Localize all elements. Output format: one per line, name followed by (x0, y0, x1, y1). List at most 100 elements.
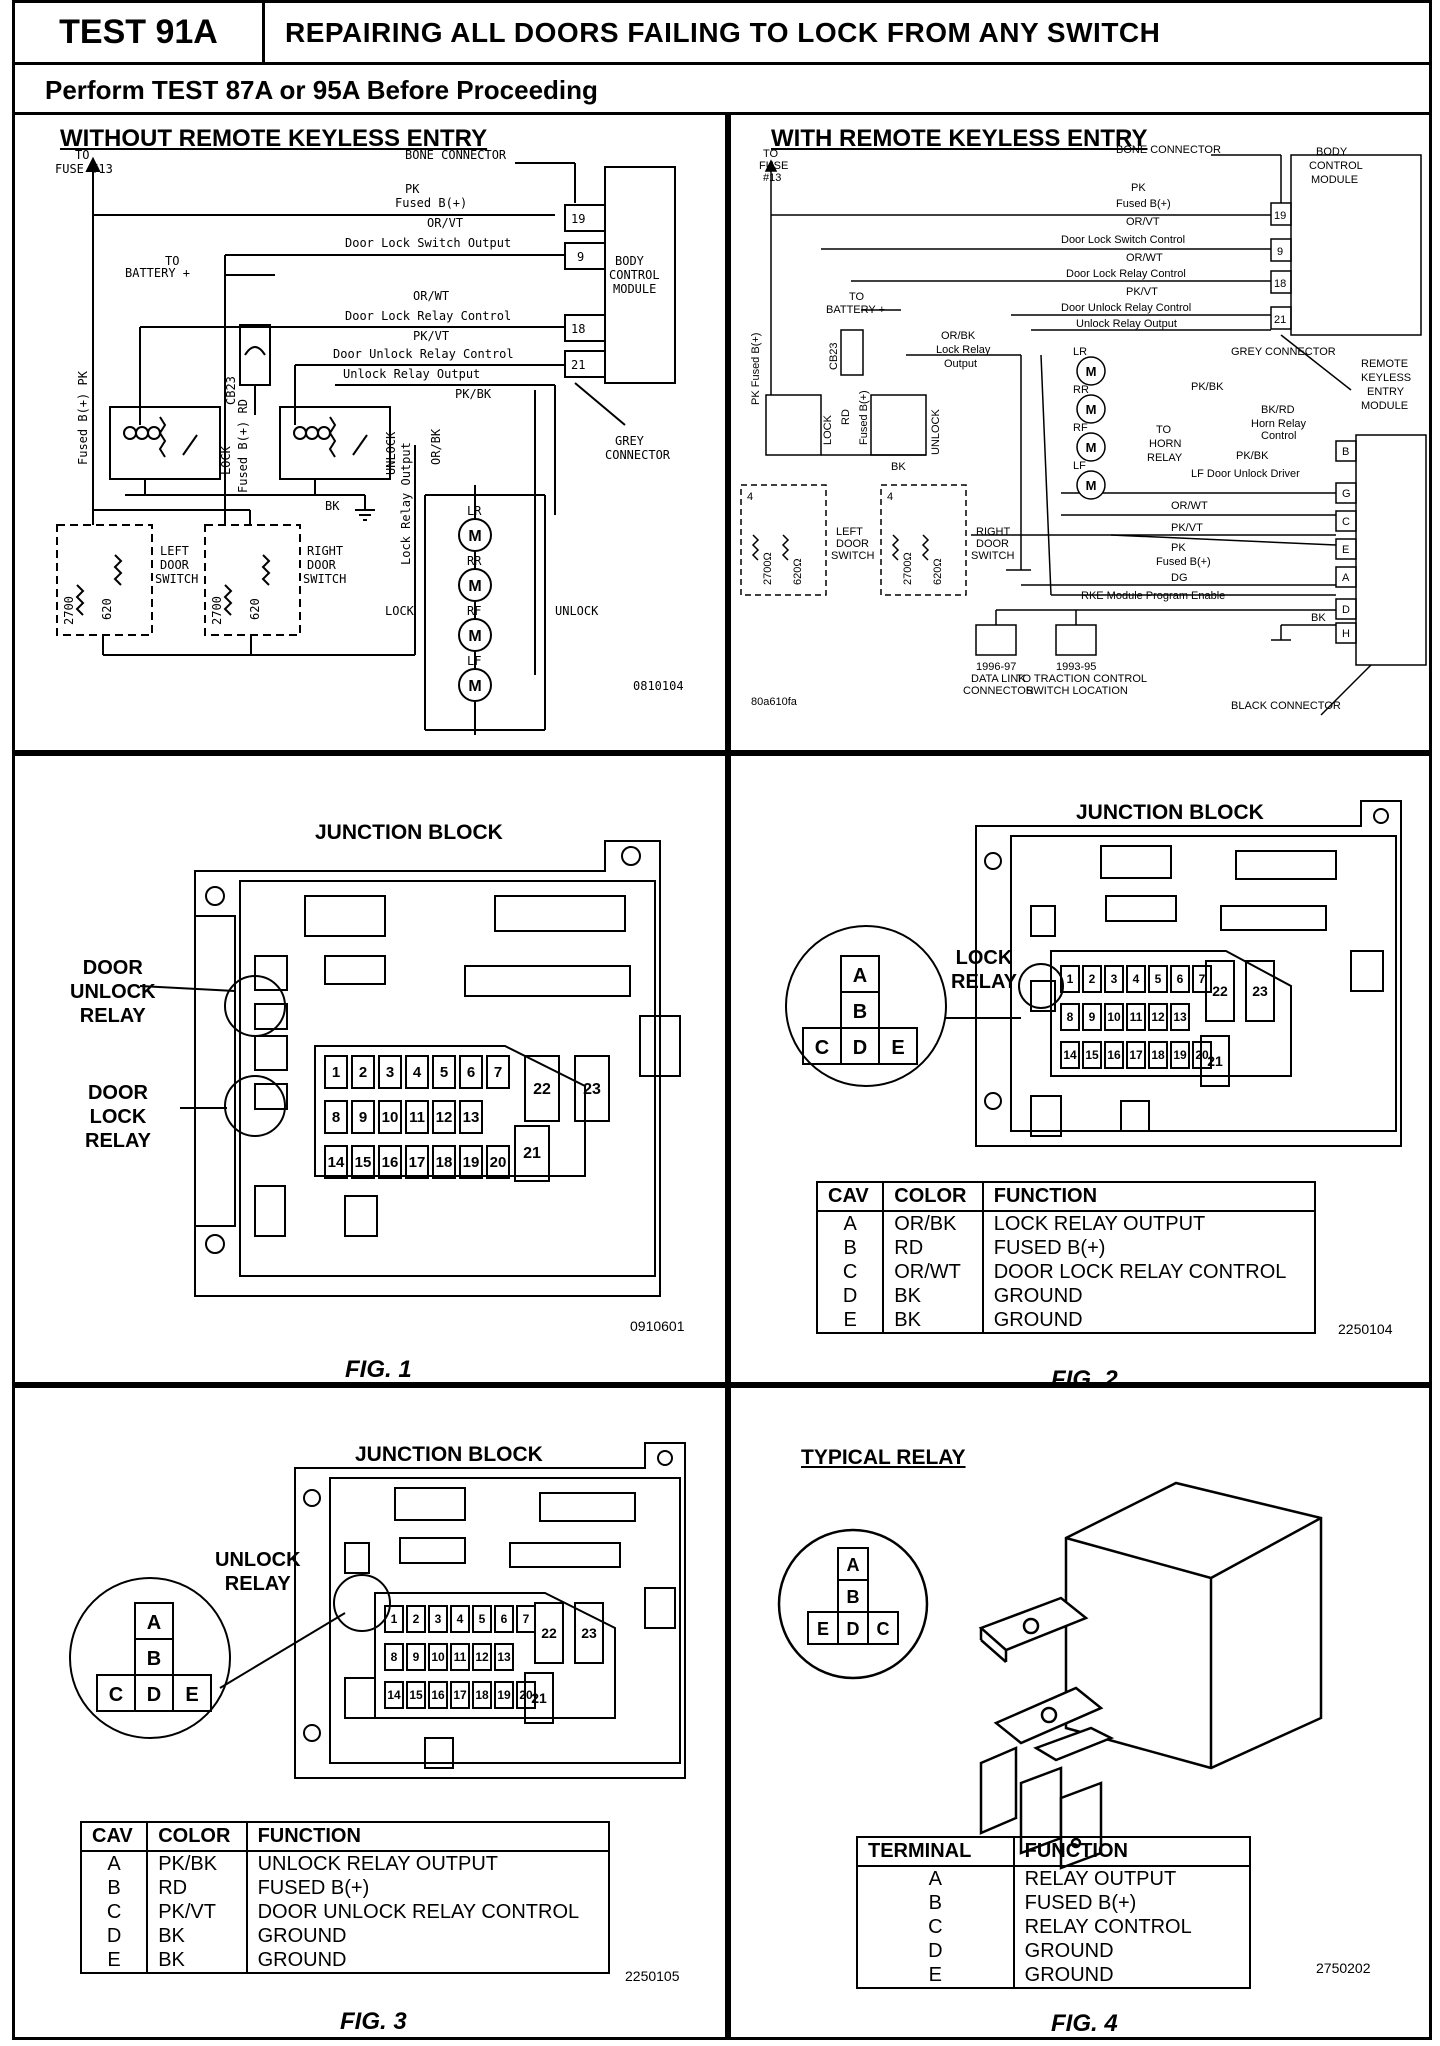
fuse-slot (1126, 1003, 1146, 1031)
label-lock: LOCK (219, 445, 233, 475)
fuse-number: 4 (413, 1064, 422, 1081)
fuse-number: 2 (413, 1612, 420, 1626)
table-cell: E (81, 1948, 149, 1973)
fuse-slot (324, 1145, 348, 1179)
r-label-rke4: MODULE (1361, 400, 1408, 412)
table-cell: DOOR LOCK RELAY CONTROL (993, 1261, 1287, 1283)
table-cell: C (81, 1900, 149, 1924)
r-label-pk2: PK (1171, 542, 1186, 554)
col-function: FUNCTION (982, 1182, 1315, 1212)
fuse-slot (516, 1605, 536, 1633)
r-label-rr: RR (1073, 384, 1089, 396)
motor-rr-m: M (468, 578, 481, 595)
label-grey: GREY (615, 434, 645, 448)
fuse-slot (384, 1605, 404, 1633)
r-label-fused-b-v: Fused B(+) (858, 390, 870, 445)
fuse-number: 1 (332, 1064, 340, 1081)
fig3-pin-B: B (147, 1648, 161, 1670)
r-label-tc3: SWITCH LOCATION (1026, 685, 1128, 697)
r-label-left-door2: DOOR (836, 538, 869, 550)
table-cell: GROUND (257, 1925, 347, 1947)
fuse-slot (1060, 965, 1080, 993)
fuse-slot (428, 1681, 448, 1709)
fuse-slot (494, 1605, 514, 1633)
callout-line: RELAY (224, 1573, 291, 1595)
table-cell: A (817, 1211, 885, 1236)
label-lock-relay-output: Lock Relay Output (399, 442, 413, 565)
callout-line: DOOR (87, 1082, 148, 1104)
label-door-lock-switch-output: Door Lock Switch Output (345, 236, 511, 250)
r-pin-19: 19 (1274, 210, 1286, 222)
fuse-number: 5 (440, 1064, 448, 1081)
fuse-number: 7 (523, 1612, 530, 1626)
fuse-number: 8 (1067, 1010, 1074, 1024)
fuse-number: 19 (1173, 1048, 1187, 1062)
r-label-four-right: 4 (887, 491, 893, 503)
fig4-pin-A: A (847, 1555, 860, 1575)
r-label-r2700-right: 2700Ω (902, 552, 914, 585)
fuse-number: 1 (391, 1612, 398, 1626)
label-to: TO (75, 148, 89, 162)
fig3-fuse-21: 21 (531, 1690, 547, 1706)
table-cell: RELAY OUTPUT (1024, 1868, 1177, 1890)
r-label-output: Output (944, 358, 977, 370)
pin-21: 21 (571, 358, 585, 372)
fuse-number: 14 (328, 1154, 345, 1171)
table-cell: D (81, 1924, 149, 1948)
r-label-cb23: CB23 (828, 342, 840, 370)
r-label-rf: RF (1073, 422, 1088, 434)
fig2-pin-E: E (891, 1037, 904, 1059)
r-label-r620-right: 620Ω (932, 558, 944, 585)
fig2-fuse-22: 22 (1212, 983, 1228, 999)
fig2-code: 2250104 (1338, 1321, 1393, 1337)
fuse-number: 18 (475, 1688, 489, 1702)
table-cell: GROUND (993, 1285, 1083, 1307)
fuse-number: 6 (1177, 972, 1184, 986)
label-bcm1: BODY (615, 254, 645, 268)
r-pin-E: E (1342, 544, 1349, 556)
table-cell: B (857, 1891, 1015, 1915)
callout-line: DOOR (82, 957, 143, 979)
table-cell: C (817, 1260, 885, 1284)
fuse-slot (406, 1605, 426, 1633)
label-motor-unlock: UNLOCK (555, 604, 599, 618)
fuse-number: 3 (1111, 972, 1118, 986)
col-cav: CAV (817, 1182, 885, 1212)
r-label-right-door1: RIGHT (976, 526, 1011, 538)
label-bcm3: MODULE (613, 282, 656, 296)
r-label-unlock: UNLOCK (930, 408, 942, 455)
fuse-number: 12 (475, 1650, 489, 1664)
r-motor-rf-m: M (1086, 440, 1097, 455)
fuse-number: 15 (355, 1154, 372, 1171)
fig3-panel: JUNCTION BLOCK (15, 1385, 728, 2040)
fuse-slot (1082, 965, 1102, 993)
fuse-number: 18 (1151, 1048, 1165, 1062)
r-label-fuse: FUSE (759, 160, 788, 172)
fig2-pin-C: C (815, 1037, 829, 1059)
fuse-number: 5 (479, 1612, 486, 1626)
fuse-slot (459, 1145, 483, 1179)
table-cell: C (857, 1915, 1015, 1939)
label-rr: RR (467, 554, 482, 568)
fuse-slot (432, 1145, 456, 1179)
test-header: TEST 91A REPAIRING ALL DOORS FAILING TO … (15, 3, 1429, 65)
fig1-title: JUNCTION BLOCK (315, 821, 503, 844)
label-r2700-left: 2700 (62, 596, 76, 625)
fig4-panel: TYPICAL RELAY (728, 1385, 1432, 2040)
motor-lr-m: M (468, 528, 481, 545)
col-cav: CAV (81, 1822, 149, 1852)
fig2-title: JUNCTION BLOCK (1076, 801, 1264, 824)
r-label-fused-b: Fused B(+) (1116, 198, 1171, 210)
fuse-slot (428, 1605, 448, 1633)
fuse-slot (450, 1681, 470, 1709)
r-motor-lf-m: M (1086, 478, 1097, 493)
fuse-number: 8 (332, 1109, 340, 1126)
